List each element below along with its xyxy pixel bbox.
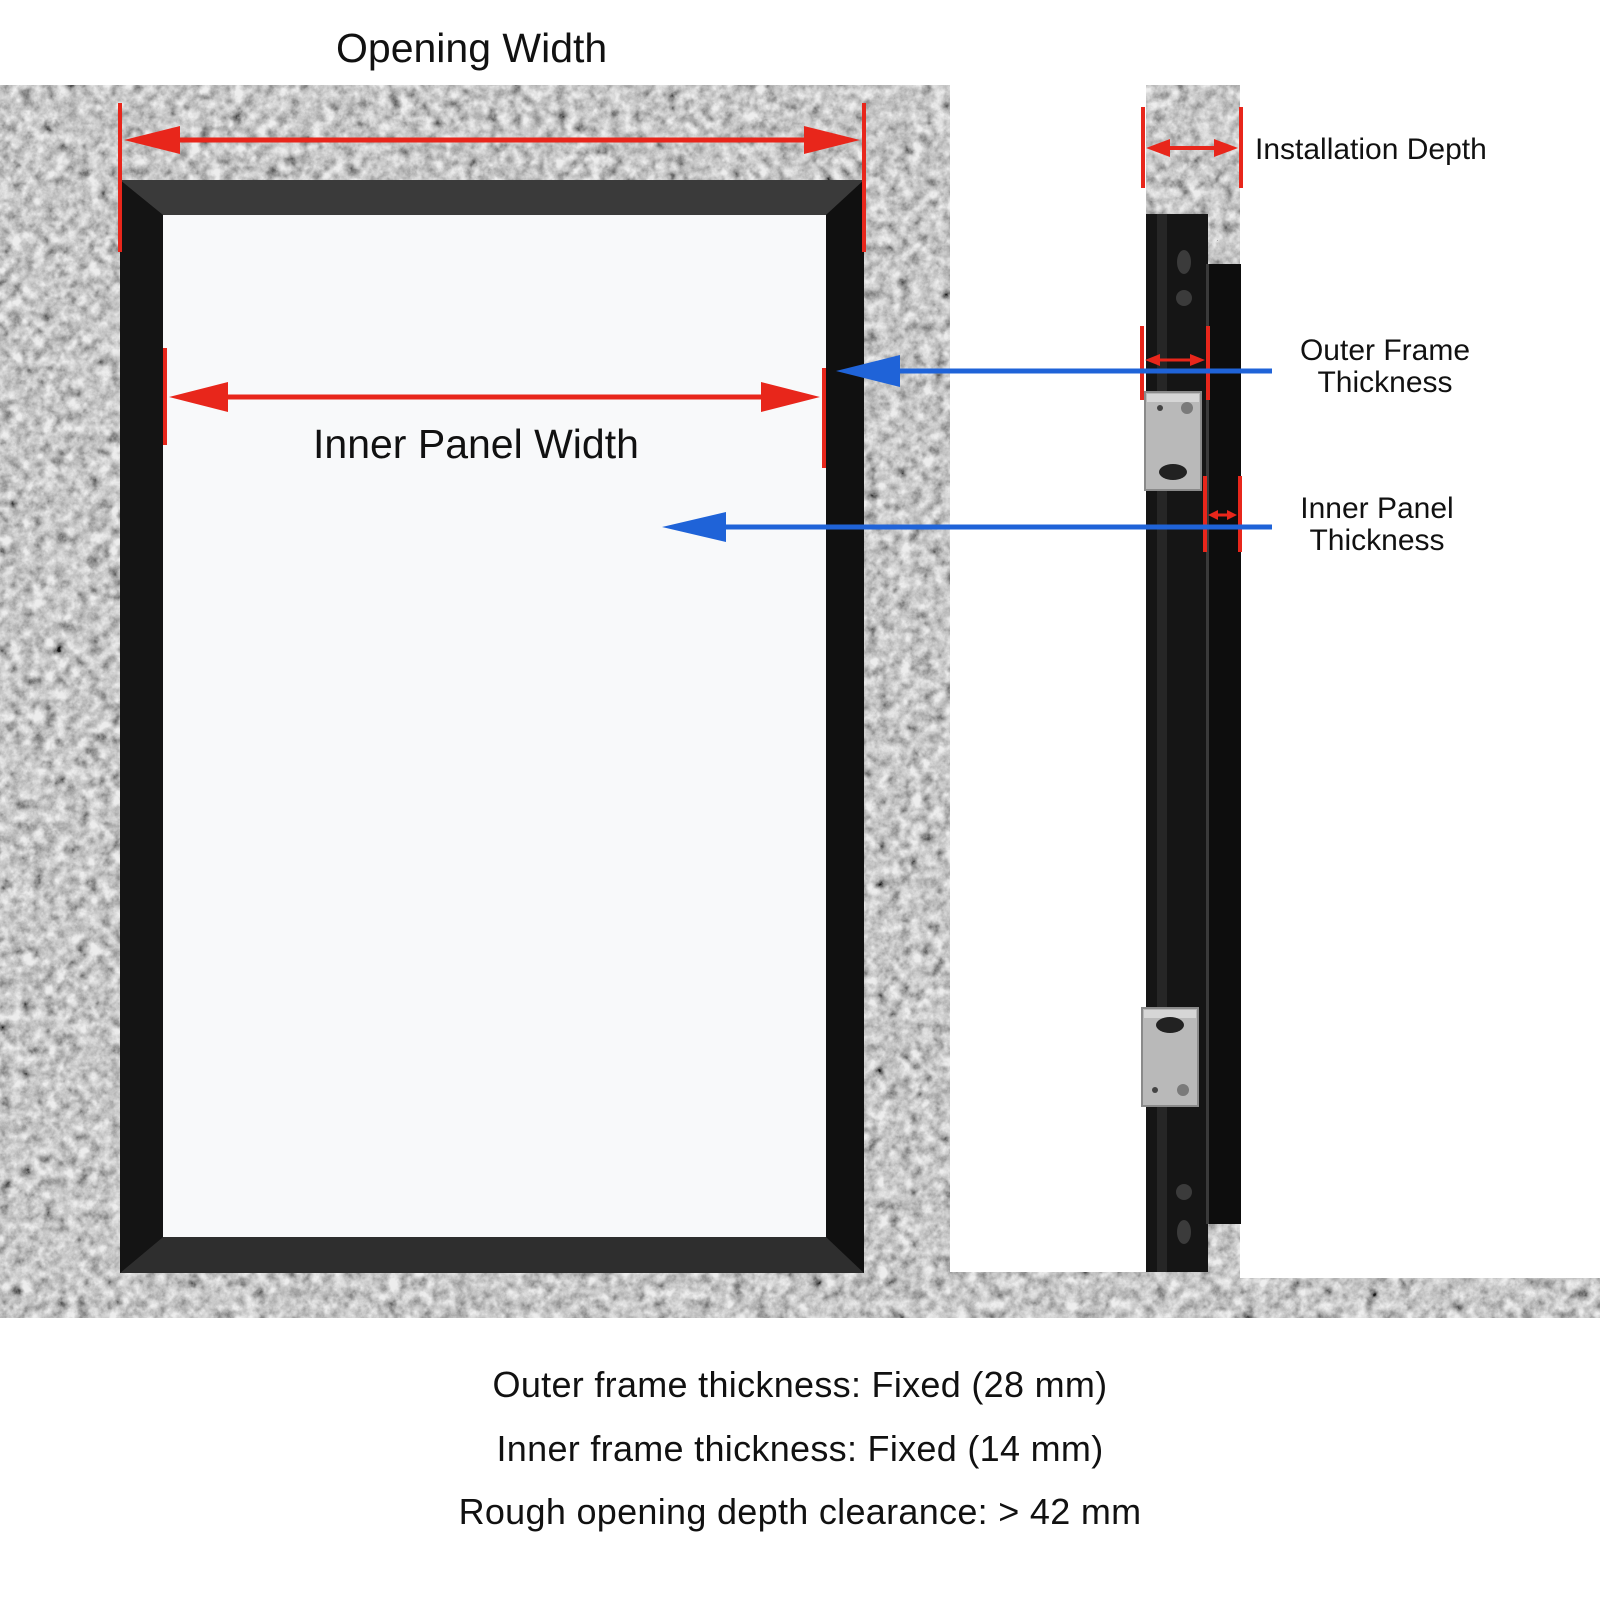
mounting-bracket-upper [1144, 391, 1202, 491]
inner-panel [163, 215, 826, 1237]
outer-frame-pointer-arrow [836, 355, 1272, 387]
inner-panel-width-label: Inner Panel Width [313, 421, 639, 467]
mount-hole-icon [1177, 1220, 1191, 1244]
installation-depth-label: Installation Depth [1255, 133, 1487, 166]
spec-rough-opening-depth: Rough opening depth clearance: > 42 mm [458, 1491, 1142, 1532]
opening-width-label: Opening Width [336, 25, 608, 71]
inner-panel-thickness-line2: Thickness [1309, 524, 1445, 557]
inner-panel-thickness-label: Inner Panel Thickness [1282, 494, 1472, 556]
spec-inner-frame-thickness: Inner frame thickness: Fixed (14 mm) [496, 1428, 1104, 1469]
inner-panel-thickness-line1: Inner Panel [1300, 492, 1454, 525]
outer-frame-thickness-label: Outer Frame Thickness [1290, 336, 1480, 398]
mount-hole-icon [1177, 250, 1191, 274]
outer-frame-thickness-line1: Outer Frame [1299, 334, 1471, 367]
opening-width-dimension [118, 103, 866, 252]
outer-frame-thickness-dimension [1140, 326, 1210, 400]
installation-depth-dimension [1141, 107, 1243, 188]
door-frame-side [1141, 214, 1241, 1272]
spec-outer-frame-thickness: Outer frame thickness: Fixed (28 mm) [492, 1364, 1108, 1405]
outer-frame-thickness-line2: Thickness [1317, 366, 1453, 399]
inner-panel-thickness-dimension [1203, 476, 1242, 552]
inner-panel-pointer-arrow [662, 512, 1272, 542]
inner-panel-width-dimension [163, 348, 826, 468]
mount-hole-icon [1176, 290, 1192, 306]
mounting-bracket-lower [1141, 1007, 1199, 1107]
mount-hole-icon [1176, 1184, 1192, 1200]
door-frame-front [120, 180, 864, 1273]
